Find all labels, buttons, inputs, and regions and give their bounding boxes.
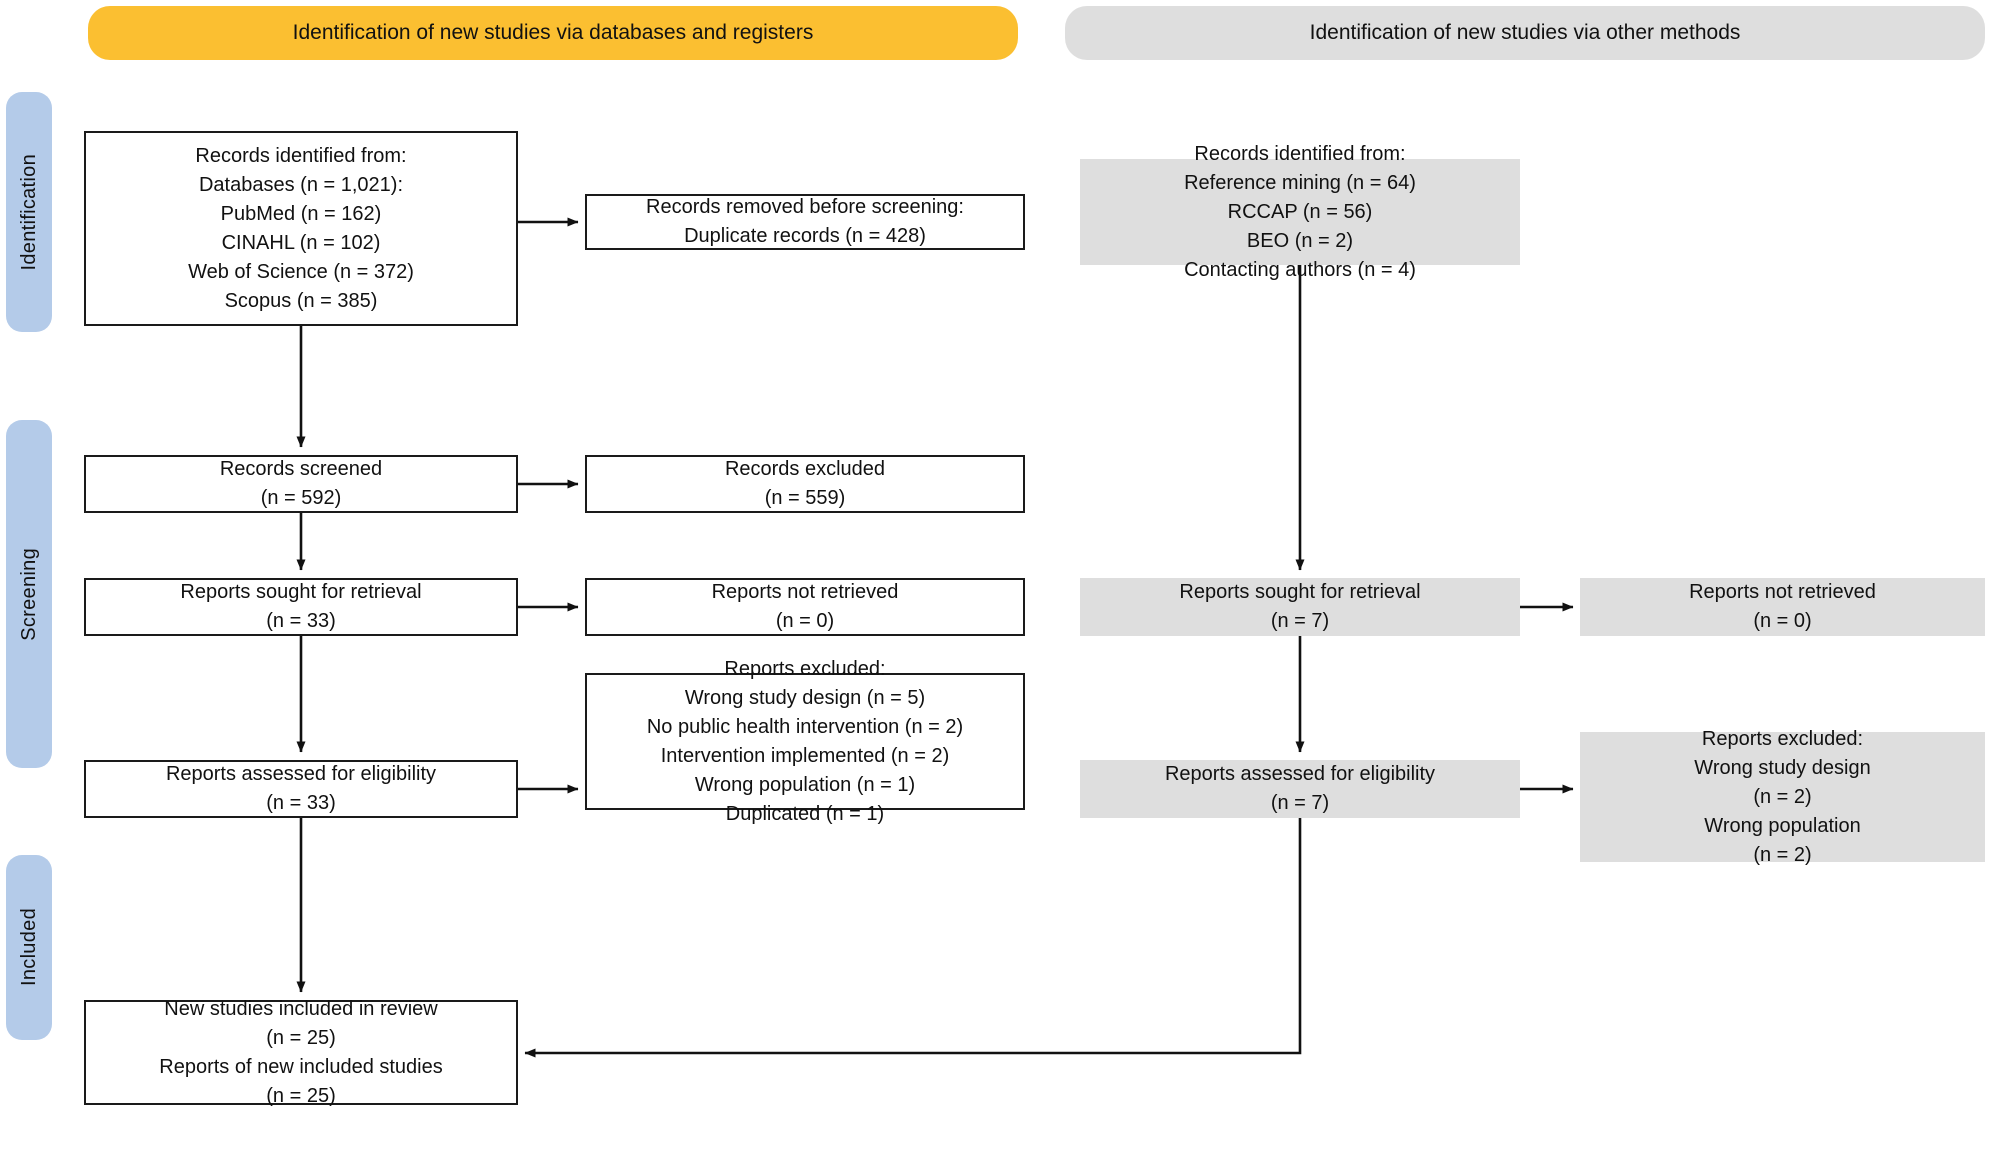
line: (n = 0) xyxy=(1753,610,1812,632)
line: CINAHL (n = 102) xyxy=(221,231,381,254)
box-records-excluded: Records excluded (n = 559) xyxy=(585,455,1025,513)
stage-label-screening-text: Screening xyxy=(17,547,40,641)
line: Wrong population xyxy=(1704,814,1861,837)
line: Reports not retrieved xyxy=(711,581,899,603)
box-other-reports-sought-for-retrieval: Reports sought for retrieval (n = 7) xyxy=(1080,578,1520,636)
box-reports-assessed-for-eligibility: Reports assessed for eligibility (n = 33… xyxy=(84,760,518,818)
line: Duplicate records (n = 428) xyxy=(684,225,926,247)
box-records-identified-databases: Records identified from: Databases (n = … xyxy=(84,131,518,326)
line: New studies included in review xyxy=(164,997,438,1020)
box-reports-excluded-detail: Reports excluded: Wrong study design (n … xyxy=(585,658,1025,825)
line: (n = 559) xyxy=(764,487,846,509)
line: (n = 25) xyxy=(266,1084,336,1107)
line: Records screened xyxy=(219,458,383,480)
line: Contacting authors (n = 4) xyxy=(1184,258,1416,281)
header-banner-other-methods: Identification of new studies via other … xyxy=(1065,6,1985,60)
line: BEO (n = 2) xyxy=(1246,229,1354,252)
line: Reports sought for retrieval xyxy=(1179,581,1421,603)
line: (n = 33) xyxy=(266,610,336,632)
stage-label-identification-text: Identification xyxy=(17,153,40,271)
line: (n = 7) xyxy=(1270,610,1330,632)
box-new-studies-included: New studies included in review (n = 25) … xyxy=(84,998,518,1107)
line: Wrong study design xyxy=(1694,756,1871,779)
box-records-screened: Records screened (n = 592) xyxy=(84,455,518,513)
header-banner-databases: Identification of new studies via databa… xyxy=(88,6,1018,60)
box-reports-sought-for-retrieval: Reports sought for retrieval (n = 33) xyxy=(84,578,518,636)
line: Reports assessed for eligibility xyxy=(1164,763,1436,785)
line: (n = 33) xyxy=(266,792,336,814)
line: Records excluded xyxy=(724,458,886,480)
line: Wrong study design (n = 5) xyxy=(684,686,926,709)
box-reports-not-retrieved: Reports not retrieved (n = 0) xyxy=(585,578,1025,636)
line: (n = 2) xyxy=(1753,785,1812,808)
line: (n = 0) xyxy=(775,610,835,632)
box-other-reports-not-retrieved: Reports not retrieved (n = 0) xyxy=(1580,578,1985,636)
line: Reports not retrieved xyxy=(1689,581,1876,603)
line: Reports assessed for eligibility xyxy=(165,763,437,785)
box-records-identified-other-methods: Records identified from: Reference minin… xyxy=(1080,143,1520,281)
box-other-reports-excluded-detail: Reports excluded: Wrong study design (n … xyxy=(1580,728,1985,866)
line: Reference mining (n = 64) xyxy=(1184,171,1416,194)
stage-label-included: Included xyxy=(6,855,52,1040)
line: Web of Science (n = 372) xyxy=(188,260,414,283)
stage-label-included-text: Included xyxy=(17,908,40,987)
line: Reports excluded: xyxy=(724,657,886,680)
line: PubMed (n = 162) xyxy=(220,202,382,225)
line: Wrong population (n = 1) xyxy=(694,773,916,796)
line: (n = 592) xyxy=(260,487,342,509)
line: Reports sought for retrieval xyxy=(180,581,422,603)
line: Databases (n = 1,021): xyxy=(198,173,403,196)
box-other-reports-assessed-for-eligibility: Reports assessed for eligibility (n = 7) xyxy=(1080,760,1520,818)
line: Records identified from: xyxy=(1194,142,1406,165)
line: Scopus (n = 385) xyxy=(224,289,378,312)
line: Records removed before screening: xyxy=(646,196,964,218)
line: Reports excluded: xyxy=(1701,727,1864,750)
box-records-removed-before-screening: Records removed before screening: Duplic… xyxy=(585,194,1025,250)
line: RCCAP (n = 56) xyxy=(1227,200,1373,223)
line: (n = 25) xyxy=(266,1026,336,1049)
stage-label-screening: Screening xyxy=(6,420,52,768)
stage-label-identification: Identification xyxy=(6,92,52,332)
line: (n = 2) xyxy=(1753,843,1812,866)
line: No public health intervention (n = 2) xyxy=(646,715,964,738)
line: (n = 7) xyxy=(1270,792,1330,814)
line: Duplicated (n = 1) xyxy=(725,802,885,825)
line: Intervention implemented (n = 2) xyxy=(660,744,950,767)
line: Reports of new included studies xyxy=(159,1055,443,1078)
line: Records identified from: xyxy=(195,144,407,167)
